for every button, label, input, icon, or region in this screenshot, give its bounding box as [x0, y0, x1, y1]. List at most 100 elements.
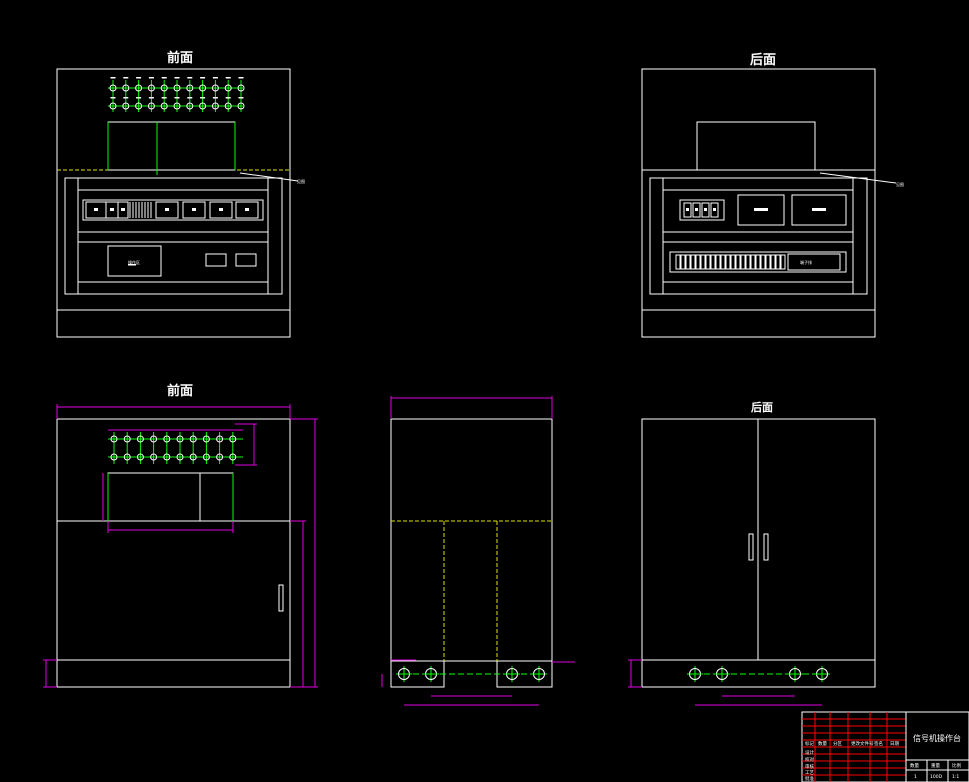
terminal	[705, 254, 711, 270]
breaker	[683, 202, 692, 218]
side-view	[381, 396, 575, 706]
indicator-button	[109, 84, 117, 92]
tb-left-3: 工艺	[805, 770, 814, 776]
tb-header-weight: 重量	[931, 762, 940, 769]
title-block: 信号机操作台 数量 重量 比例 1 100D 1:1 标记 数量 分区 更改文件…	[801, 711, 969, 782]
indicator-button	[163, 435, 171, 443]
button-row	[107, 77, 245, 170]
indicator-button	[189, 435, 197, 443]
din-module	[209, 201, 233, 219]
indicator-button	[173, 84, 181, 92]
indicator-button	[199, 84, 207, 92]
terminal	[750, 254, 756, 270]
indicator-button	[123, 453, 131, 461]
breaker	[710, 202, 719, 218]
indicator-button	[237, 84, 245, 92]
tb-row-1: 数量	[818, 740, 827, 747]
breaker	[701, 202, 710, 218]
indicator-button	[135, 102, 143, 110]
back-box-1	[737, 194, 785, 226]
indicator-button	[237, 102, 245, 110]
tb-left-0: 设计	[805, 749, 814, 756]
tb-left-4: 批准	[805, 775, 814, 782]
door-handle	[278, 584, 284, 612]
front-box-label: 操作区	[128, 259, 140, 265]
front-bottom-outline	[56, 418, 291, 688]
indicator-button	[109, 102, 117, 110]
indicator-button	[199, 102, 207, 110]
back-view-bottom: 后面	[628, 400, 876, 706]
tb-value-scale: 1:1	[952, 774, 959, 780]
terminal	[755, 254, 761, 270]
tb-value-weight: 100D	[930, 774, 943, 780]
indicator-button	[224, 84, 232, 92]
terminal	[760, 254, 766, 270]
leader-line	[239, 172, 299, 182]
terminal	[725, 254, 731, 270]
indicator-button	[173, 102, 181, 110]
breaker-group	[679, 199, 725, 221]
terminal	[685, 254, 691, 270]
indicator-button	[136, 453, 144, 461]
terminal	[700, 254, 706, 270]
indicator-button	[110, 453, 118, 461]
front-view-bottom: 前面	[43, 383, 318, 688]
side-outline	[390, 418, 553, 662]
terminal	[770, 254, 776, 270]
terminal	[780, 254, 786, 270]
indicator-button	[135, 84, 143, 92]
front-view-top: 前面 操作区 见图	[56, 50, 305, 338]
din-module	[182, 201, 206, 219]
tb-row-2: 分区	[833, 740, 842, 747]
indicator-button	[202, 435, 210, 443]
indicator-button	[189, 453, 197, 461]
din-module	[117, 201, 129, 219]
indicator-button	[202, 453, 210, 461]
din-module	[235, 201, 259, 219]
console-frame	[64, 177, 283, 295]
bracket	[107, 121, 236, 171]
back-bottom-title: 后面	[751, 400, 773, 414]
indicator-button	[211, 102, 219, 110]
terminal	[765, 254, 771, 270]
indicator-button	[216, 435, 224, 443]
drawing-name: 信号机操作台	[913, 733, 961, 743]
breaker	[692, 202, 701, 218]
indicator-button	[216, 453, 224, 461]
terminal	[735, 254, 741, 270]
indicator-button	[186, 84, 194, 92]
front-top-outline	[56, 68, 291, 338]
indicator-button	[122, 102, 130, 110]
back-top-title: 后面	[750, 52, 776, 68]
indicator-button	[150, 435, 158, 443]
back-bar-label: 端子排	[800, 259, 812, 265]
back-handle-left	[748, 533, 754, 561]
terminal	[730, 254, 736, 270]
indicator-button	[147, 102, 155, 110]
indicator-button	[229, 453, 237, 461]
back-top-outline	[641, 68, 876, 338]
indicator-button	[122, 84, 130, 92]
tb-row-0: 标记	[805, 740, 814, 747]
back-handle-right	[763, 533, 769, 561]
terminal	[720, 254, 726, 270]
back-top-ref: 见图	[896, 181, 904, 187]
terminal	[715, 254, 721, 270]
terminal	[740, 254, 746, 270]
tb-value-qty: 1	[914, 774, 917, 780]
din-rail	[82, 199, 264, 221]
tb-header-scale: 比例	[952, 762, 961, 769]
indicator-button	[150, 453, 158, 461]
back-box-2	[791, 194, 847, 226]
tb-row-4: 签名	[874, 740, 883, 747]
terminal-strip	[669, 251, 847, 273]
terminal	[775, 254, 781, 270]
terminal	[745, 254, 751, 270]
indicator-button	[163, 453, 171, 461]
indicator-button	[160, 84, 168, 92]
front-top-ref: 见图	[297, 178, 305, 184]
indicator-button	[147, 84, 155, 92]
indicator-button	[186, 102, 194, 110]
tb-left-1: 校对	[805, 756, 814, 763]
